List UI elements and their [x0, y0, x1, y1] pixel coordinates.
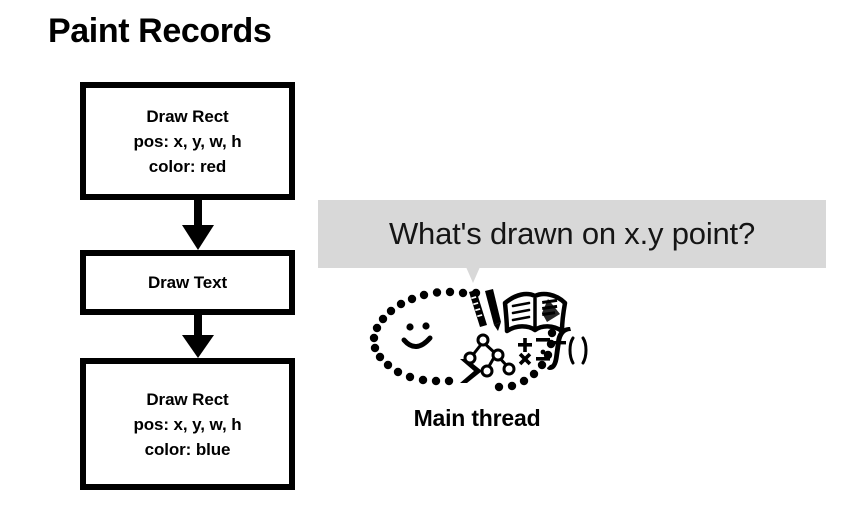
flow-arrow-rect-to-text: [178, 200, 218, 250]
record-line-title: Draw Rect: [146, 106, 229, 126]
main-thread-thought-balloon: [366, 286, 588, 398]
record-line-title: Draw Text: [147, 273, 228, 292]
tree-graph-icon: [463, 333, 516, 378]
record-line-color: color: blue: [144, 439, 231, 459]
paint-record-box-draw-rect-blue[interactable]: Draw Rect pos: x, y, w, h color: blue: [80, 358, 295, 490]
smiley-face-icon: [401, 322, 433, 349]
speech-bubble-tail-icon: [466, 267, 480, 283]
paint-record-box-draw-text[interactable]: Draw Text: [80, 250, 295, 315]
record-line-pos: pos: x, y, w, h: [133, 131, 242, 151]
main-thread-label: Main thread: [413, 405, 541, 431]
record-line-color: color: red: [148, 156, 227, 176]
question-text: What's drawn on x.y point?: [388, 216, 755, 251]
record-line-title: Draw Rect: [146, 389, 229, 409]
function-icon: [547, 327, 588, 370]
paint-record-box-draw-rect-red[interactable]: Draw Rect pos: x, y, w, h color: red: [80, 82, 295, 200]
dotted-oval-icon: [369, 287, 557, 392]
page-title: Paint Records: [48, 12, 272, 50]
pencil-icon: [485, 289, 501, 331]
ruler-icon: [469, 290, 487, 327]
record-line-pos: pos: x, y, w, h: [133, 414, 242, 434]
open-book-icon: [502, 291, 568, 334]
question-speech-bubble: What's drawn on x.y point?: [318, 200, 826, 268]
math-operators-icon: [518, 338, 550, 369]
flow-arrow-text-to-rect: [178, 315, 218, 358]
